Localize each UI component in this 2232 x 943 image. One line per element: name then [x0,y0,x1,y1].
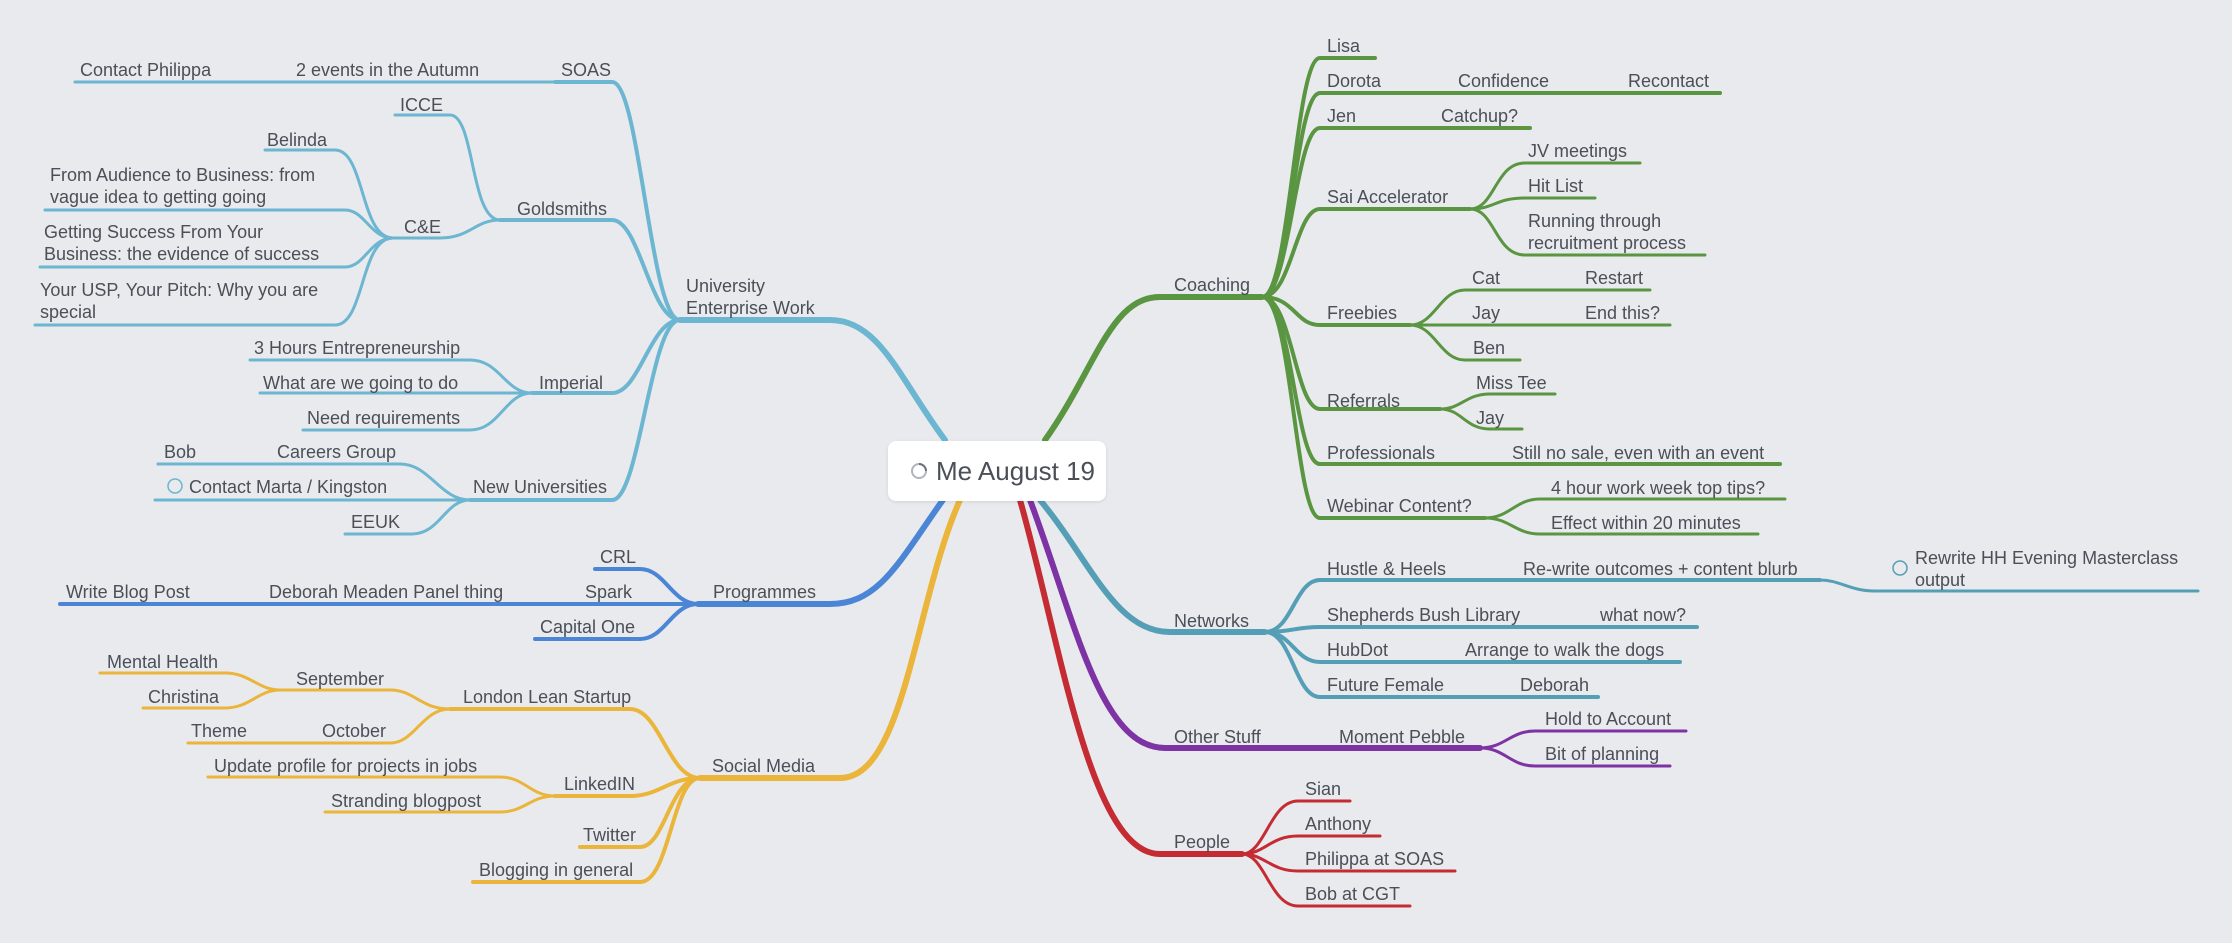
topic-end-this[interactable]: End this? [1585,303,1661,323]
topic-careers-group[interactable]: Careers Group [277,442,397,462]
topic-anthony[interactable]: Anthony [1305,814,1372,834]
topic-future-female[interactable]: Future Female [1327,675,1445,695]
topic-new-universities[interactable]: New Universities [473,477,608,497]
topic-dorota[interactable]: Dorota [1327,71,1382,91]
topic-social-media[interactable]: Social Media [712,756,816,776]
topic-arrange-walk[interactable]: Arrange to walk the dogs [1465,640,1665,660]
people-branch-lines [1017,497,1457,908]
topic-write-blog-post[interactable]: Write Blog Post [66,582,190,602]
loader-icon [911,463,927,479]
topic-spark[interactable]: Spark [585,582,633,602]
topic-hit-list[interactable]: Hit List [1528,176,1584,196]
topic-what-are-we[interactable]: What are we going to do [263,373,459,393]
topic-getting-success[interactable]: Getting Success From Your Business: the … [44,222,320,264]
topic-cat[interactable]: Cat [1472,268,1501,288]
root-title: Me August 19 [936,456,1095,486]
topic-jv-meetings[interactable]: JV meetings [1528,141,1628,161]
topic-bob[interactable]: Bob [164,442,197,462]
topic-need-requirements[interactable]: Need requirements [307,408,461,428]
topic-jay-freebies[interactable]: Jay [1472,303,1501,323]
topic-october[interactable]: October [322,721,387,741]
topic-jen[interactable]: Jen [1327,106,1357,126]
social-branch-lines [98,497,963,884]
topic-ce[interactable]: C&E [404,217,442,237]
topic-crl[interactable]: CRL [600,547,637,567]
topic-stranding-blogpost[interactable]: Stranding blogpost [331,791,482,811]
topic-miss-tee[interactable]: Miss Tee [1476,373,1547,393]
topic-jay-referrals[interactable]: Jay [1476,408,1505,428]
topic-programmes[interactable]: Programmes [713,582,817,602]
topic-hustle-heels[interactable]: Hustle & Heels [1327,559,1447,579]
topic-confidence[interactable]: Confidence [1458,71,1550,91]
topic-soas[interactable]: SOAS [561,60,612,80]
topic-contact-marta[interactable]: Contact Marta / Kingston [189,477,388,497]
topic-what-now[interactable]: what now? [1600,605,1687,625]
topic-september[interactable]: September [296,669,385,689]
topic-other-stuff[interactable]: Other Stuff [1174,727,1261,747]
topic-sai-accelerator[interactable]: Sai Accelerator [1327,187,1449,207]
topic-christina[interactable]: Christina [148,687,220,707]
topic-blogging[interactable]: Blogging in general [479,860,634,880]
topic-2-events[interactable]: 2 events in the Autumn [296,60,480,80]
university-branch-lines [33,80,948,536]
topic-running-through[interactable]: Running through recruitment process [1528,211,1687,253]
topic-your-usp[interactable]: Your USP, Your Pitch: Why you are specia… [40,280,319,322]
topic-hubdot[interactable]: HubDot [1327,640,1389,660]
topic-coaching[interactable]: Coaching [1174,275,1251,295]
topic-rewrite-outcomes[interactable]: Re-write outcomes + content blurb [1523,559,1798,579]
topic-theme[interactable]: Theme [191,721,248,741]
topic-london-lean-startup[interactable]: London Lean Startup [463,687,632,707]
topic-capital-one[interactable]: Capital One [540,617,636,637]
networks-branch-lines [1037,497,2200,699]
topic-icce[interactable]: ICCE [400,95,444,115]
topic-3-hours[interactable]: 3 Hours Entrepreneurship [254,338,461,358]
topic-recontact[interactable]: Recontact [1628,71,1710,91]
task-circle-icon[interactable] [1891,559,1909,577]
topic-people[interactable]: People [1174,832,1231,852]
coaching-branch-lines [1042,56,1787,536]
topic-shepherds-bush[interactable]: Shepherds Bush Library [1327,605,1521,625]
topic-professionals[interactable]: Professionals [1327,443,1436,463]
topic-4-hour[interactable]: 4 hour work week top tips? [1551,478,1766,498]
topic-bob-cgt[interactable]: Bob at CGT [1305,884,1401,904]
topic-deborah-networks[interactable]: Deborah [1520,675,1590,695]
topic-networks[interactable]: Networks [1174,611,1250,631]
root-topic[interactable]: Me August 19 [888,441,1106,501]
topic-freebies[interactable]: Freebies [1327,303,1398,323]
topic-belinda[interactable]: Belinda [267,130,328,150]
topic-bit-of-planning[interactable]: Bit of planning [1545,744,1660,764]
topic-philippa-soas[interactable]: Philippa at SOAS [1305,849,1445,869]
topic-effect-within[interactable]: Effect within 20 minutes [1551,513,1741,533]
topic-restart[interactable]: Restart [1585,268,1644,288]
topic-lisa[interactable]: Lisa [1327,36,1361,56]
topic-referrals[interactable]: Referrals [1327,391,1401,411]
topic-eeuk[interactable]: EEUK [351,512,401,532]
topic-deborah-meaden[interactable]: Deborah Meaden Panel thing [269,582,504,602]
topic-update-profile[interactable]: Update profile for projects in jobs [214,756,478,776]
topic-imperial[interactable]: Imperial [539,373,604,393]
topic-ben[interactable]: Ben [1473,338,1506,358]
topic-sian[interactable]: Sian [1305,779,1342,799]
other-branch-lines [1027,497,1688,768]
topic-catchup[interactable]: Catchup? [1441,106,1519,126]
topic-linkedin[interactable]: LinkedIN [564,774,636,794]
topic-webinar-content[interactable]: Webinar Content? [1327,496,1472,516]
task-circle-icon[interactable] [166,477,184,495]
programmes-branch-lines [58,494,948,641]
topic-rewrite-hh[interactable]: Rewrite HH Evening Masterclass output [1915,548,2179,590]
topic-hold-to-account[interactable]: Hold to Account [1545,709,1672,729]
topic-still-no-sale[interactable]: Still no sale, even with an event [1512,443,1765,463]
topic-mental-health[interactable]: Mental Health [107,652,219,672]
topic-contact-philippa[interactable]: Contact Philippa [80,60,212,80]
topic-university-enterprise-work[interactable]: University Enterprise Work [686,276,815,318]
topic-twitter[interactable]: Twitter [583,825,637,845]
topic-moment-pebble[interactable]: Moment Pebble [1339,727,1466,747]
topic-goldsmiths[interactable]: Goldsmiths [517,199,608,219]
topic-from-audience[interactable]: From Audience to Business: from vague id… [50,165,316,207]
